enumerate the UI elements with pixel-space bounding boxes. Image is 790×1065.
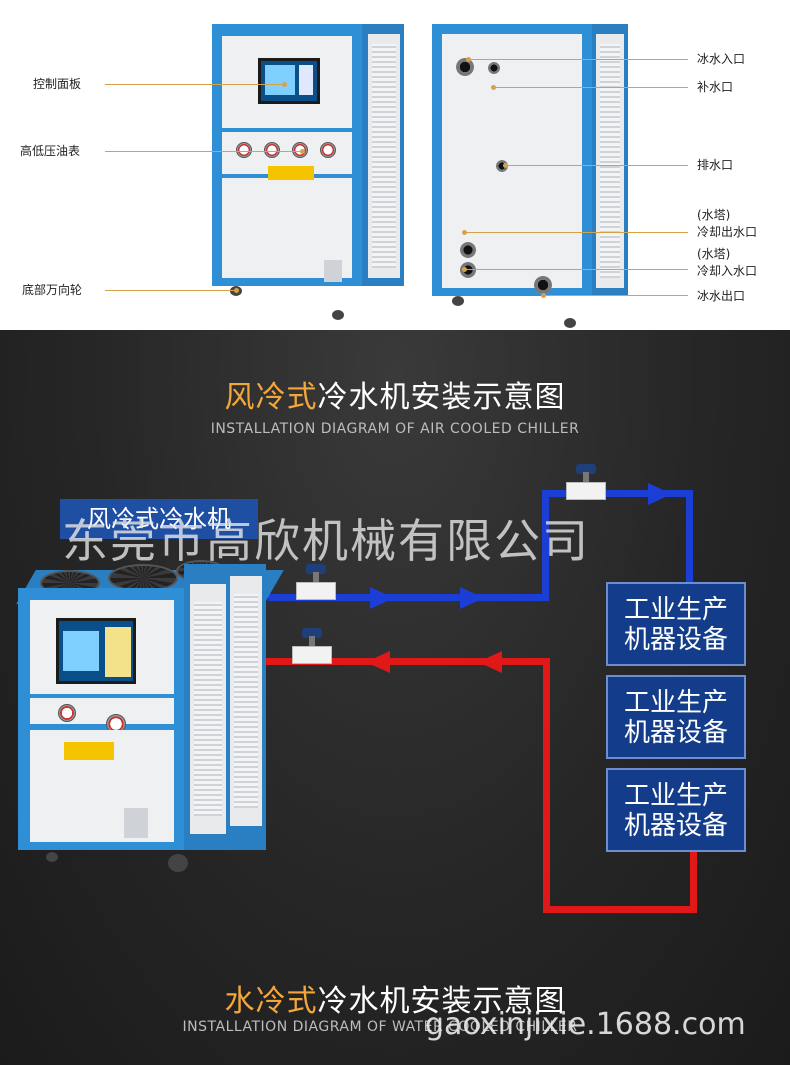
equipment-box: 工业生产 机器设备: [606, 768, 746, 852]
valve-icon: [566, 464, 606, 502]
air-cooled-chiller: [16, 546, 284, 874]
leader-line: [462, 267, 688, 272]
blue-pipe: [268, 594, 548, 601]
label-tower-in-1: (水塔): [697, 247, 731, 261]
blue-pipe: [686, 490, 693, 584]
flow-arrow-icon: [366, 651, 390, 673]
red-pipe: [690, 852, 697, 913]
product-photo-area: 控制面板 高低压油表 底部万向轮 冰水入口 补水口 排水口 (水塔) 冷却出水口…: [0, 0, 790, 330]
valve-icon: [292, 628, 332, 666]
leader-line: [466, 57, 688, 62]
chiller-front-view: [212, 24, 408, 320]
label-pressure-gauge: 高低压油表: [20, 144, 81, 158]
label-control-panel: 控制面板: [33, 77, 82, 91]
equipment-line1: 工业生产: [623, 595, 728, 625]
section1-subtitle: INSTALLATION DIAGRAM OF AIR COOLED CHILL…: [210, 421, 580, 437]
leader-line: [105, 149, 305, 154]
label-ice-water-out: 冰水出口: [697, 289, 746, 303]
section1-title-highlight: 风冷式: [224, 380, 318, 415]
section2-title-rest: 冷水机安装示意图: [317, 984, 566, 1019]
section1-title-rest: 冷水机安装示意图: [317, 380, 566, 415]
machine-label: 风冷式冷水机: [60, 499, 258, 539]
flow-arrow-icon: [648, 483, 672, 505]
valve-icon: [296, 564, 336, 602]
equipment-box: 工业生产 机器设备: [606, 675, 746, 759]
label-refill: 补水口: [697, 80, 734, 94]
flow-arrow-icon: [370, 587, 394, 609]
red-pipe: [543, 658, 550, 913]
leader-line: [105, 288, 239, 293]
label-ice-water-in: 冰水入口: [697, 52, 746, 66]
leader-line: [541, 293, 688, 298]
flow-arrow-icon: [460, 587, 484, 609]
label-tower-out-2: 冷却出水口: [697, 225, 758, 239]
equipment-line2: 机器设备: [623, 811, 728, 841]
red-pipe: [543, 906, 697, 913]
blue-pipe: [542, 490, 692, 497]
label-drain: 排水口: [697, 158, 734, 172]
label-tower-out-1: (水塔): [697, 208, 731, 222]
label-wheels: 底部万向轮: [22, 283, 83, 297]
red-pipe: [260, 658, 550, 665]
chiller-back-view: [432, 24, 632, 330]
leader-line: [491, 85, 688, 90]
label-tower-in-2: 冷却入水口: [697, 264, 758, 278]
section2-subtitle: INSTALLATION DIAGRAM OF WATER COOLED CHI…: [182, 1019, 578, 1035]
section2-title-highlight: 水冷式: [224, 984, 318, 1019]
equipment-box: 工业生产 机器设备: [606, 582, 746, 666]
equipment-line1: 工业生产: [623, 688, 728, 718]
blue-pipe: [542, 490, 549, 601]
site-watermark: gaoxinjixie.1688.com: [425, 1007, 746, 1042]
leader-line: [503, 163, 688, 168]
equipment-line1: 工业生产: [623, 781, 728, 811]
flow-arrow-icon: [478, 651, 502, 673]
section2-title: 水冷式冷水机安装示意图: [0, 976, 790, 1020]
equipment-line2: 机器设备: [623, 625, 728, 655]
equipment-line2: 机器设备: [623, 718, 728, 748]
leader-line: [105, 82, 287, 87]
leader-line: [462, 230, 688, 235]
company-watermark: 东莞市高欣机械有限公司: [62, 514, 590, 568]
section1-title: 风冷式冷水机安装示意图: [0, 372, 790, 416]
